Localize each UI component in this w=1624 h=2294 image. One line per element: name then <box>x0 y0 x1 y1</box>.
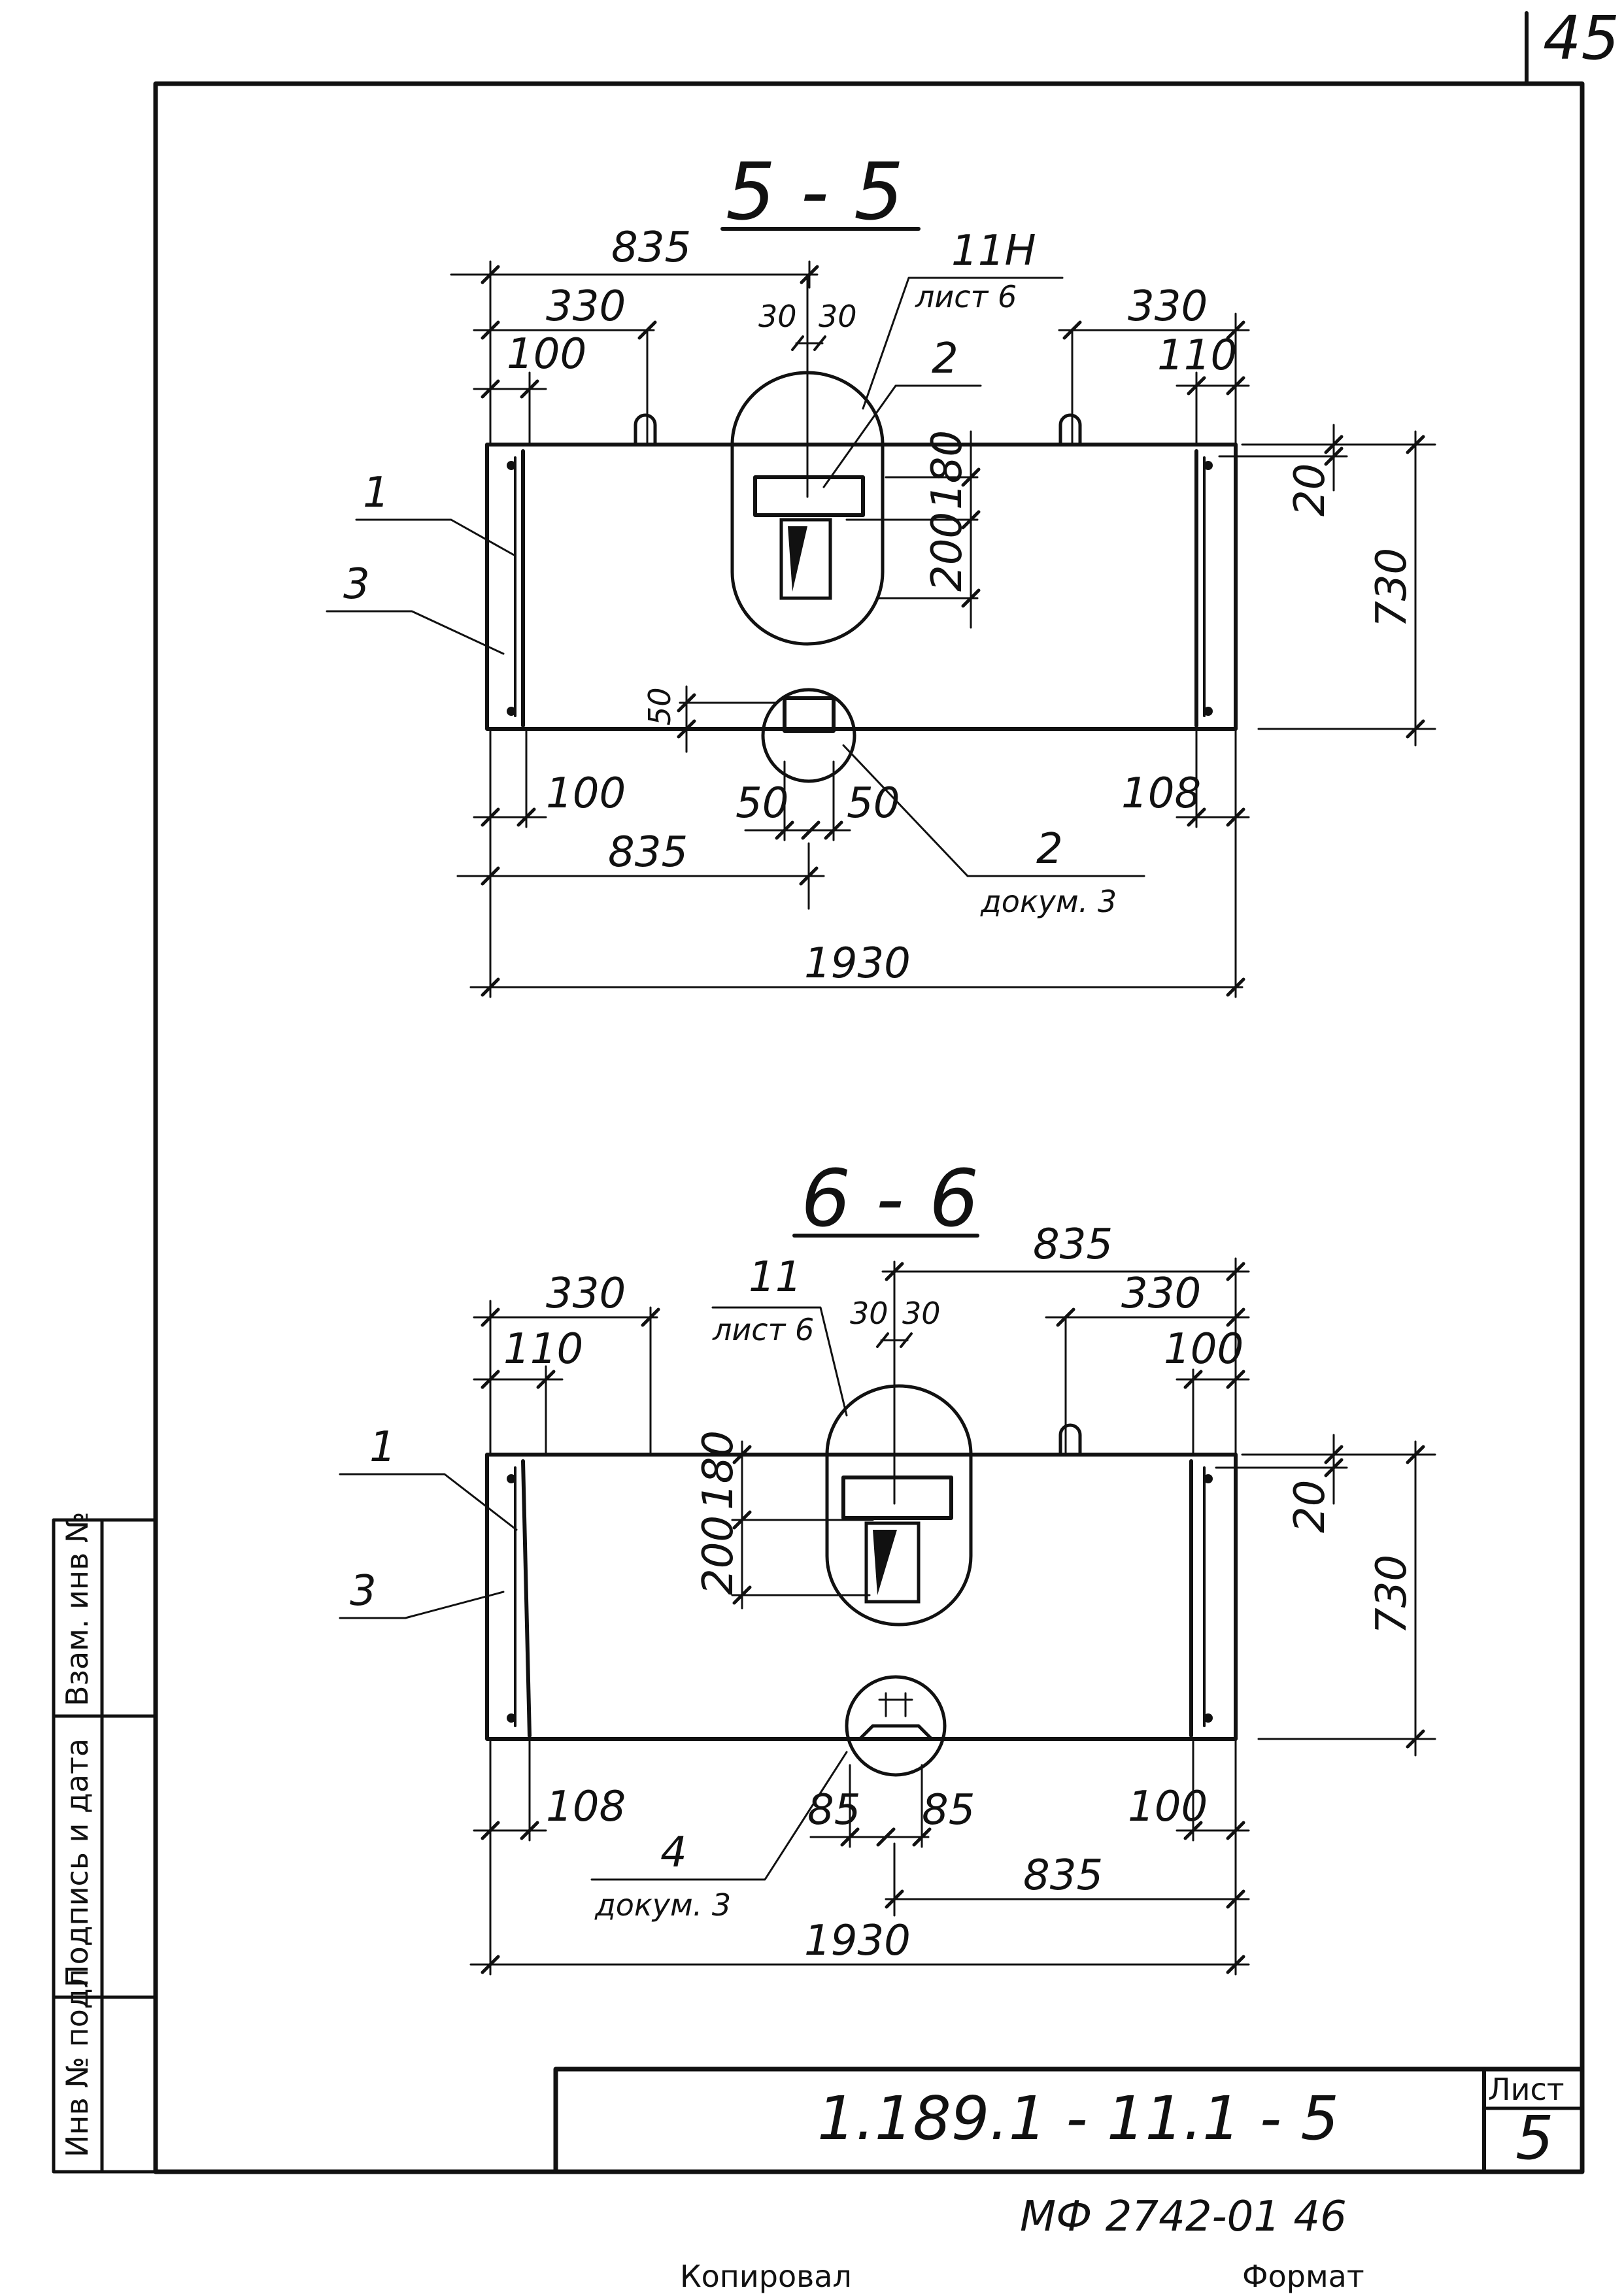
detail-circle-bottom <box>761 688 856 783</box>
dim-30a-top: 30 <box>758 299 797 334</box>
sheet-number: 5 <box>1515 2103 1554 2173</box>
dim-100-bottom: 100 <box>1128 1783 1208 1831</box>
dim-50-v: 50 <box>642 687 677 726</box>
section-title: 6 - 6 <box>801 1154 979 1245</box>
dim-100-top-left: 100 <box>507 330 586 379</box>
callout-11h: 11Н <box>951 227 1036 275</box>
detail-circle-bottom <box>845 1675 947 1777</box>
beam-outline <box>485 1453 1238 1741</box>
callout-3: 3 <box>343 560 370 609</box>
bottom-embed <box>858 1724 934 1741</box>
dim-1930: 1930 <box>804 1917 911 1965</box>
dim-100-bottom: 100 <box>546 769 626 818</box>
dim-835-top: 835 <box>1033 1221 1113 1269</box>
dim-730-v: 730 <box>1368 548 1416 628</box>
dim-110-top-right: 110 <box>1157 331 1237 380</box>
dim-200-v: 200 <box>694 1515 743 1595</box>
dim-330-top-right: 330 <box>1128 282 1208 331</box>
dim-30b-top: 30 <box>902 1296 941 1331</box>
dim-1930: 1930 <box>804 939 911 988</box>
rebar-end-right-top <box>1204 461 1213 470</box>
dim-20-v: 20 <box>1286 464 1334 516</box>
bottom-embed <box>783 696 836 733</box>
section-5-5: 5 - 5 835 330 <box>326 147 1436 998</box>
stem-hatch <box>788 526 807 592</box>
callout-1: 1 <box>369 1423 396 1472</box>
dim-20-v: 20 <box>1286 1480 1334 1533</box>
dim-30b-top: 30 <box>819 299 857 334</box>
dim-330-top-left: 330 <box>546 282 626 331</box>
doc-code: 1.189.1 - 11.1 - 5 <box>817 2083 1339 2153</box>
lifting-loop-right <box>1058 413 1082 447</box>
dim-835-top: 835 <box>611 224 691 272</box>
dim-50b-bottom: 50 <box>847 779 900 828</box>
dim-200-v: 200 <box>923 512 972 592</box>
callout-4-doc: докум. 3 <box>594 1887 731 1923</box>
rebar-end-left-bottom <box>507 1713 516 1723</box>
section-6-6: 6 - 6 835 330 <box>339 1154 1436 1976</box>
dim-110-top-left: 110 <box>503 1325 583 1374</box>
dim-180-v: 180 <box>923 430 972 510</box>
dim-100-top-right: 100 <box>1164 1325 1243 1374</box>
title-block: 1.189.1 - 11.1 - 5 Лист 5 <box>553 2066 1585 2174</box>
section-title: 5 - 5 <box>726 147 904 238</box>
dim-730-v: 730 <box>1368 1555 1416 1634</box>
rebar-end-left-top <box>507 1474 516 1483</box>
callout-11-sheet: лист 6 <box>712 1312 814 1347</box>
dim-835-bottom: 835 <box>1023 1851 1103 1900</box>
detail-oval-11 <box>825 1384 973 1627</box>
rebar-end-left-top <box>507 461 516 470</box>
stamp-inv-podl: Инв № подл <box>59 1969 95 2157</box>
beam-outline <box>485 443 1238 731</box>
copied-label: Копировал <box>680 2259 852 2294</box>
dim-108-bottom: 108 <box>546 1783 626 1831</box>
detail-oval-11h <box>730 371 885 646</box>
rebar-end-left-bottom <box>507 707 516 716</box>
dim-85b-bottom: 85 <box>922 1786 975 1834</box>
corner-sheet-number: 45 <box>1543 3 1619 73</box>
plate-left <box>521 1459 532 1738</box>
archive-code: МФ 2742-01 46 <box>1020 2193 1347 2241</box>
callout-4: 4 <box>660 1829 687 1877</box>
dim-108-bottom: 108 <box>1121 769 1201 818</box>
dim-330-top-right: 330 <box>1121 1270 1201 1318</box>
dim-85a-bottom: 85 <box>807 1786 860 1834</box>
callout-2-bottom: 2 <box>1036 825 1063 873</box>
callout-1: 1 <box>363 469 390 517</box>
rebar-end-right-bottom <box>1204 1713 1213 1723</box>
callout-11: 11 <box>749 1253 802 1302</box>
lifting-loop-right <box>1058 1423 1082 1457</box>
stamp-replaced-inv: Взам. инв № <box>59 1511 95 1706</box>
embedded-part-plate <box>841 1476 953 1520</box>
embedded-part-plate <box>753 475 865 517</box>
callout-11h-sheet: лист 6 <box>915 279 1017 314</box>
format-label: Формат <box>1242 2259 1364 2294</box>
rebar-end-right-top <box>1204 1474 1213 1483</box>
drawing-frame <box>153 81 1585 2174</box>
rebar-end-right-bottom <box>1204 707 1213 716</box>
sheet-label: Лист <box>1488 2072 1565 2107</box>
lifting-loop-left <box>634 413 657 447</box>
stamp-signature-date: Подпись и дата <box>59 1738 95 1987</box>
dim-30a-top: 30 <box>850 1296 888 1331</box>
dim-835-bottom: 835 <box>608 828 688 877</box>
callout-3: 3 <box>350 1567 377 1615</box>
dim-180-v: 180 <box>694 1430 743 1510</box>
callout-2-top: 2 <box>932 335 958 383</box>
bottom-embed-anchor <box>878 1692 913 1717</box>
callout-2-bottom-doc: докум. 3 <box>980 884 1117 919</box>
dim-330-top-left: 330 <box>546 1270 626 1318</box>
side-stamp: Инв № подл Подпись и дата Взам. инв № <box>52 1511 158 2174</box>
dim-50a-bottom: 50 <box>736 779 788 828</box>
stem-hatch <box>873 1530 897 1595</box>
